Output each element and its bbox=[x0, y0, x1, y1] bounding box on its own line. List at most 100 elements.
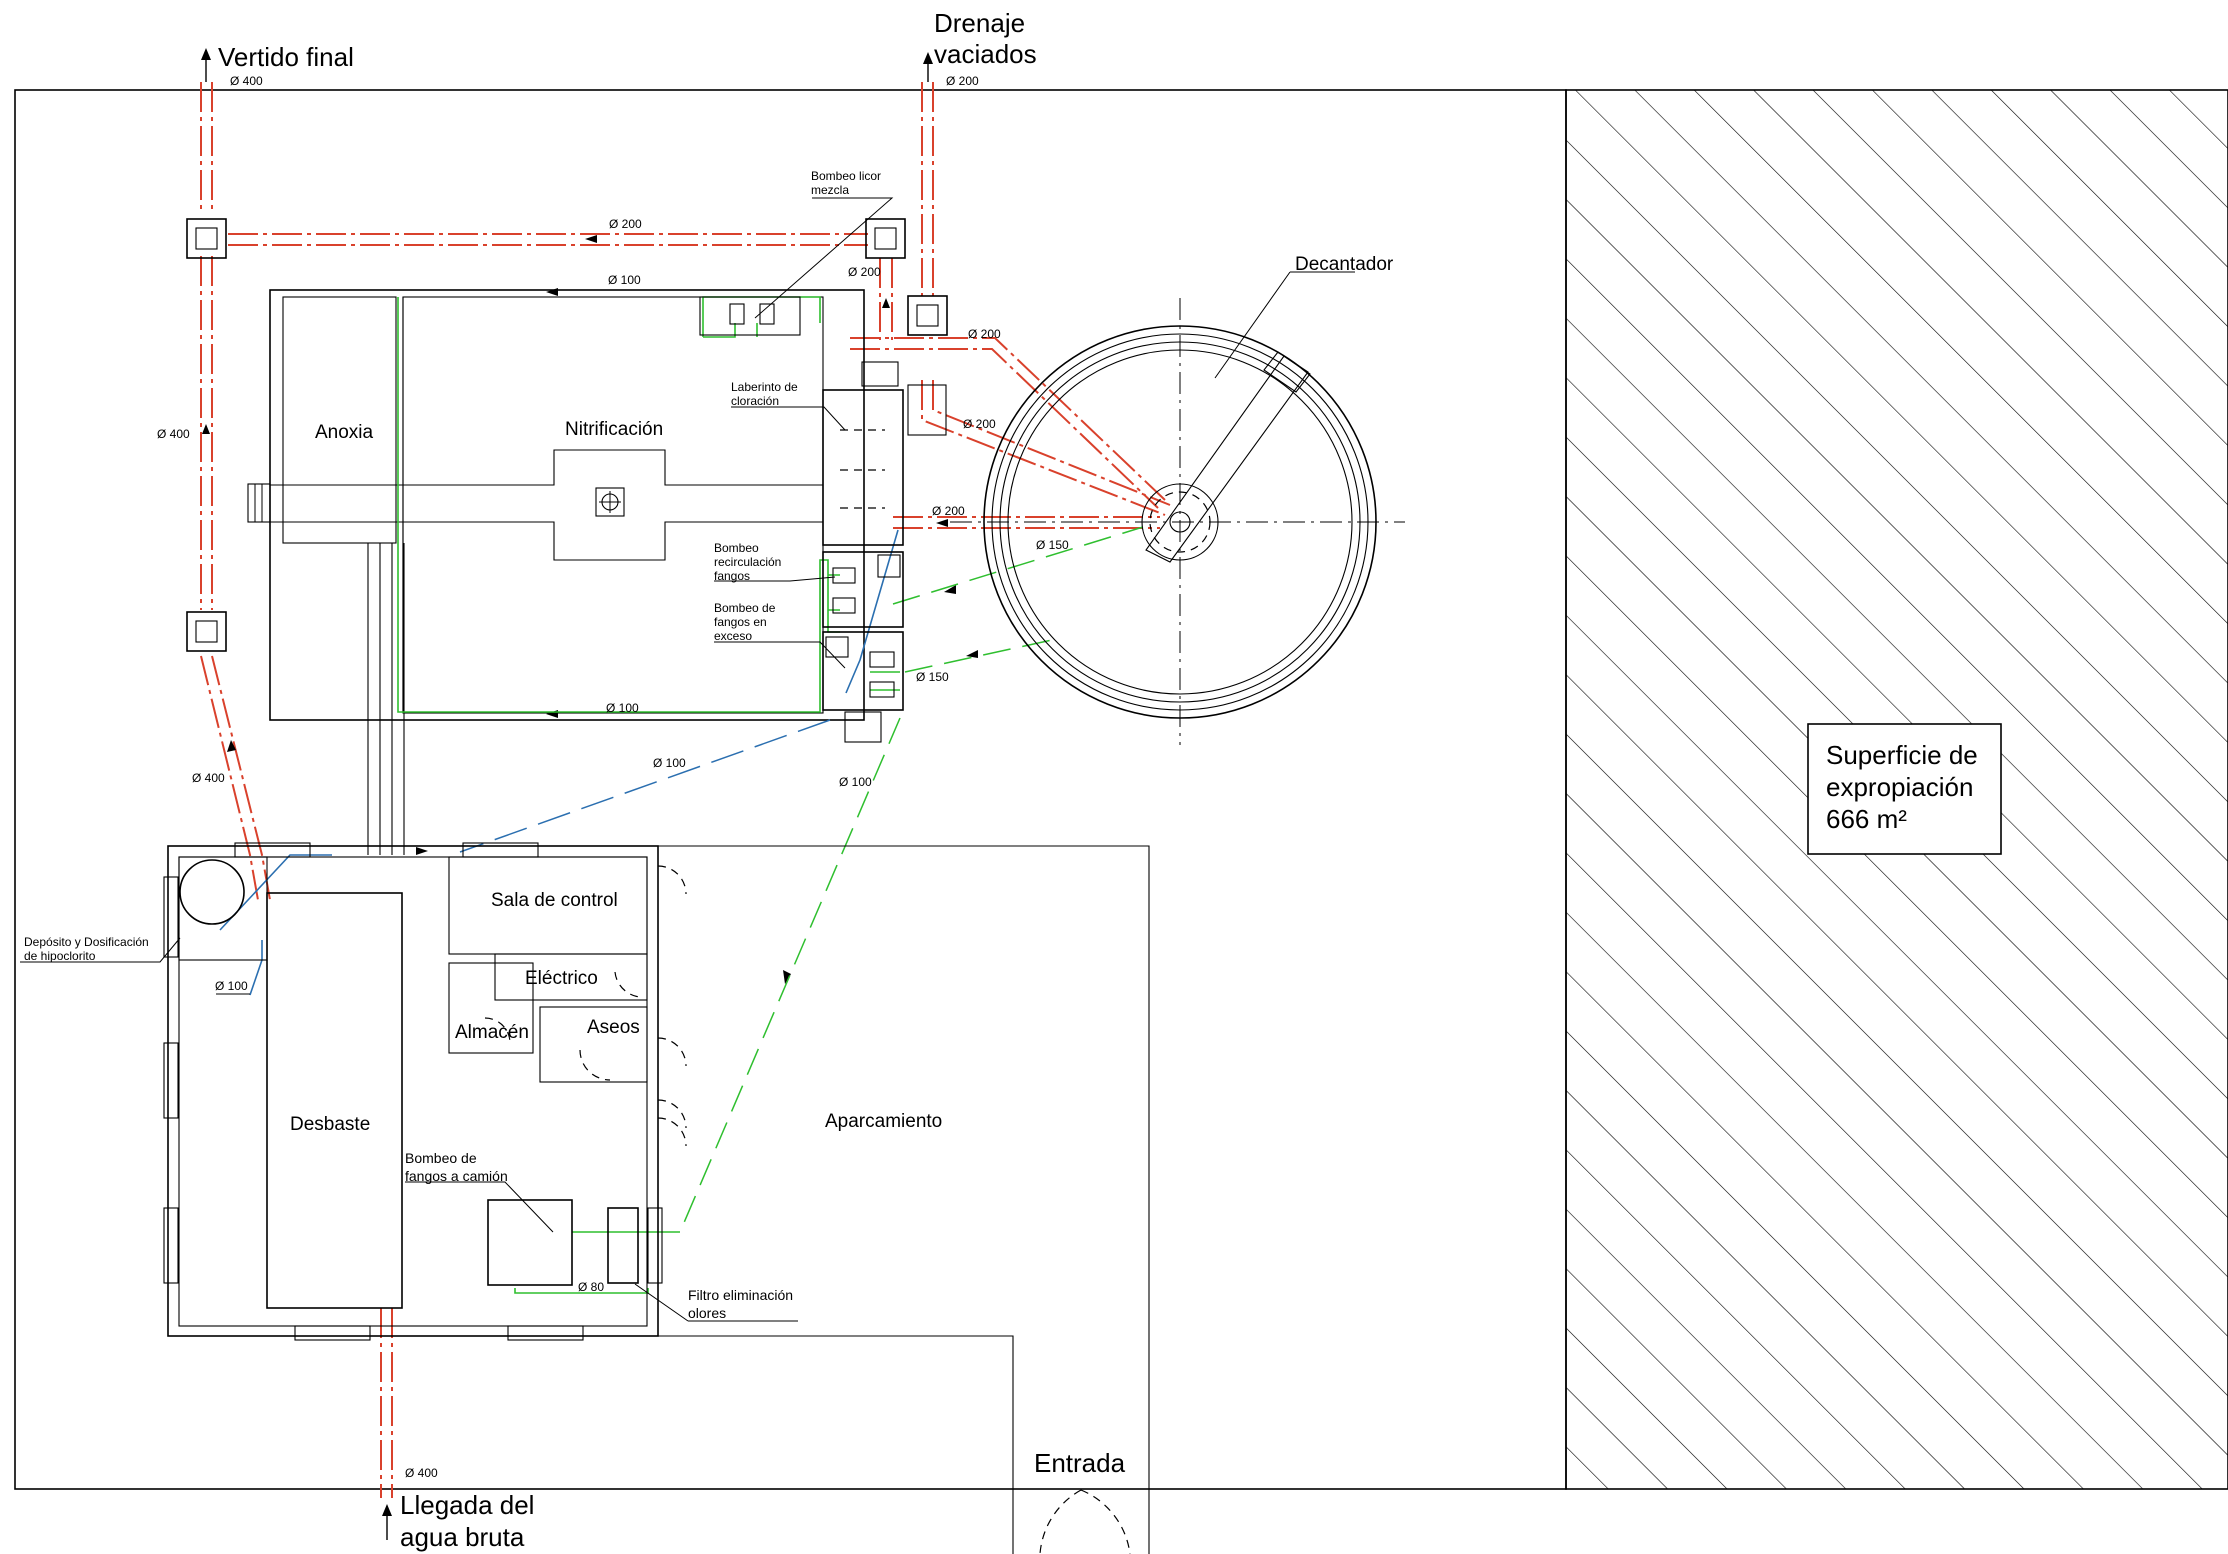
entrance-label: Entrada bbox=[1034, 1448, 1126, 1478]
electrical-room bbox=[494, 953, 648, 1001]
odor-filter-door bbox=[647, 1207, 663, 1284]
anoxia-label: Anoxia bbox=[315, 422, 374, 443]
decanter-ring-2 bbox=[991, 333, 1369, 711]
mixed-liquor-pump-1 bbox=[729, 303, 745, 325]
dia-100-chlorine: Ø 100 bbox=[653, 756, 686, 770]
building-inner bbox=[178, 856, 648, 1327]
chlorination-labyrinth bbox=[822, 389, 904, 546]
expropriation-label-line3: 666 m² bbox=[1826, 804, 1907, 834]
dia-100-top: Ø 100 bbox=[608, 273, 641, 287]
dia-100-bottom: Ø 100 bbox=[606, 701, 639, 715]
recirculation-pump-2 bbox=[832, 597, 856, 614]
decanter bbox=[950, 298, 1405, 745]
arrow-decanter-200 bbox=[936, 519, 948, 527]
excess-sludge-pump-2 bbox=[869, 651, 895, 668]
building-door-3 bbox=[657, 1099, 687, 1129]
window-5 bbox=[163, 876, 179, 958]
outfall-label: Vertido final bbox=[218, 42, 354, 72]
arrow-pipe-200 bbox=[585, 235, 597, 243]
labyrinth-label-line2: cloración bbox=[731, 394, 779, 408]
parking-outline bbox=[658, 845, 1150, 1554]
control-room-label: Sala de control bbox=[491, 890, 618, 911]
manhole-3 bbox=[865, 218, 906, 259]
dia-200-decanter-1: Ø 200 bbox=[968, 327, 1001, 341]
arrow-outfall bbox=[201, 48, 211, 60]
desbaste-label: Desbaste bbox=[290, 1114, 370, 1135]
storage-label: Almacén bbox=[455, 1022, 529, 1043]
decanter-pipe-200-upper bbox=[850, 337, 1166, 509]
decanter-pipe-200-mid bbox=[921, 380, 1171, 516]
chlorine-line-deposit bbox=[249, 940, 263, 996]
dia-100-sludge: Ø 100 bbox=[839, 775, 872, 789]
chlorine-pipes bbox=[219, 529, 899, 996]
odor-filter-label-line1: Filtro eliminación bbox=[688, 1287, 793, 1303]
inlet-label-line1: Llegada del bbox=[400, 1490, 534, 1520]
manhole-2 bbox=[186, 611, 227, 652]
entrance-gate bbox=[1039, 1489, 1131, 1554]
decanter-pipe-200-lower bbox=[893, 516, 1160, 529]
odor-filter-label-line2: olores bbox=[688, 1305, 726, 1321]
window-1 bbox=[234, 842, 311, 858]
arrow-chlorine bbox=[416, 847, 428, 855]
arrow-sludge-2 bbox=[966, 650, 978, 658]
manhole-1 bbox=[186, 218, 227, 259]
labyrinth-inlet bbox=[861, 361, 899, 387]
inlet-label-line2: agua bruta bbox=[400, 1522, 525, 1552]
service-building: Desbaste Sala de control Eléctrico Almac… bbox=[163, 842, 687, 1341]
sludge-line-150-upper bbox=[892, 526, 1144, 605]
sludge-recirculation-line bbox=[397, 296, 840, 713]
reactor-stair bbox=[247, 483, 271, 523]
decanter-outer-ring bbox=[983, 325, 1377, 719]
drain-label-line1: Drenaje bbox=[934, 8, 1025, 38]
arrow-inlet bbox=[382, 1504, 392, 1516]
pumping-block bbox=[699, 296, 947, 743]
decanter-hub bbox=[1169, 511, 1191, 533]
building-door-1 bbox=[657, 865, 687, 895]
nitrification-tank bbox=[402, 296, 824, 714]
drain-pipe-200-vertical bbox=[921, 82, 934, 296]
reactor-channel bbox=[367, 543, 864, 855]
sludge-excess-line bbox=[828, 574, 900, 691]
excess-sludge-pump-box bbox=[822, 631, 904, 711]
flow-arrows bbox=[201, 48, 978, 1540]
nitrification-label: Nitrificación bbox=[565, 419, 663, 440]
decanter-bridge-end bbox=[1263, 351, 1311, 393]
window-3 bbox=[294, 1325, 371, 1341]
recirculation-pump-3 bbox=[877, 554, 901, 578]
truck-pump-label-line1: Bombeo de bbox=[405, 1150, 477, 1166]
dia-400-mid: Ø 400 bbox=[157, 427, 190, 441]
building-door-4 bbox=[657, 1117, 687, 1147]
storage-room bbox=[448, 962, 534, 1054]
dia-200-link: Ø 200 bbox=[848, 265, 881, 279]
parking-area: Aparcamiento Entrada bbox=[658, 845, 1150, 1554]
toilets-label: Aseos bbox=[587, 1017, 640, 1038]
reactor-outer bbox=[269, 289, 865, 721]
manhole-2-inner bbox=[195, 620, 218, 643]
drain-pipe-200-horizontal bbox=[228, 233, 868, 246]
electrical-label: Eléctrico bbox=[525, 968, 598, 989]
hypochlorite-tank bbox=[179, 859, 245, 925]
parking-label: Aparcamiento bbox=[825, 1111, 942, 1132]
arrow-pipe-400-a bbox=[202, 424, 210, 434]
desbaste-room bbox=[266, 892, 403, 1309]
odor-filter bbox=[607, 1207, 639, 1284]
excess-sludge-label-line3: exceso bbox=[714, 629, 752, 643]
sludge-pipes bbox=[397, 296, 1144, 1294]
window-2 bbox=[462, 842, 539, 858]
dia-150-upper: Ø 150 bbox=[1036, 538, 1069, 552]
dia-drain-top: Ø 200 bbox=[946, 74, 979, 88]
dia-80: Ø 80 bbox=[578, 1280, 604, 1294]
window-7 bbox=[163, 1207, 179, 1284]
hypochlorite-label-line1: Depósito y Dosificación bbox=[24, 935, 149, 949]
decanter-ring-3 bbox=[999, 341, 1361, 703]
decanter-label: Decantador bbox=[1295, 254, 1394, 275]
manhole-4-inner bbox=[916, 304, 939, 327]
dia-200-decanter-2: Ø 200 bbox=[963, 417, 996, 431]
decanter-center bbox=[1141, 483, 1219, 561]
decanter-center-dashed bbox=[1149, 491, 1211, 553]
manhole-1-inner bbox=[195, 227, 218, 250]
arrow-drain bbox=[923, 52, 933, 64]
window-4 bbox=[507, 1325, 584, 1341]
chlorine-line-100 bbox=[459, 719, 831, 853]
